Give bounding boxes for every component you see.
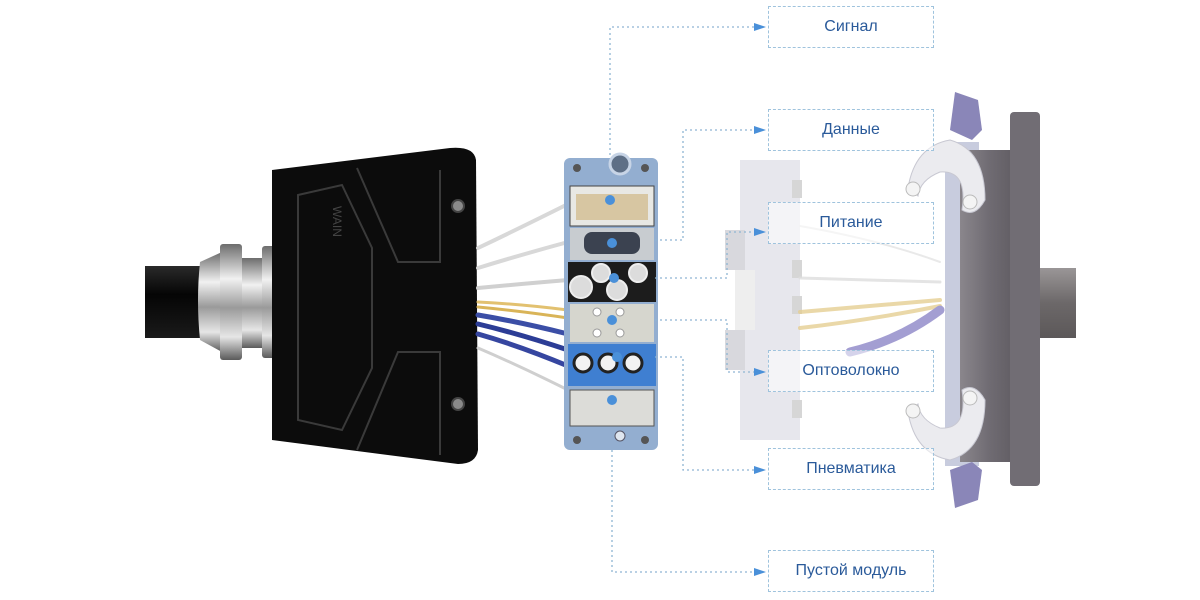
cable-gland [198,244,276,360]
latch-bottom [905,387,986,508]
leader-fiber [655,319,762,373]
label-fiber-text: Оптоволокно [802,362,900,379]
leader-signal [609,26,762,155]
leader-empty [611,450,762,573]
arrow-fiber [754,368,766,376]
label-signal: Сигнал [768,6,934,48]
leader-pneumatic [655,356,762,471]
signal-marker [605,195,615,205]
wires-left [475,202,571,392]
label-pneumatic: Пневматика [768,448,934,490]
data-module [570,228,654,260]
latch-top [905,92,986,213]
label-empty-text: Пустой модуль [795,562,907,579]
power-module [568,262,656,302]
label-data-text: Данные [822,121,880,138]
arrow-empty [754,568,766,576]
arrow-power [754,228,766,236]
leader-power [655,231,762,279]
leader-lines [609,26,762,573]
empty-module [569,389,655,427]
empty-marker [607,395,617,405]
fiber-marker [607,315,617,325]
leader-arrows [754,23,766,576]
data-marker [607,238,617,248]
wires-right [798,225,945,357]
arrow-signal [754,23,766,31]
hood-logo: WAIN [330,206,344,237]
label-empty: Пустой модуль [768,550,934,592]
arrow-data [754,126,766,134]
connector-hood: WAIN [272,147,478,464]
label-pneumatic-text: Пневматика [806,460,896,477]
arrow-pneumatic [754,466,766,474]
label-signal-text: Сигнал [824,18,878,35]
fiber-module [570,304,654,342]
pneumatic-module [568,344,656,386]
pneumatic-marker [612,352,622,362]
label-fiber: Оптоволокно [768,350,934,392]
label-power: Питание [768,202,934,244]
signal-module [569,185,655,227]
label-data: Данные [768,109,934,151]
label-power-text: Питание [819,214,883,231]
power-marker [609,273,619,283]
